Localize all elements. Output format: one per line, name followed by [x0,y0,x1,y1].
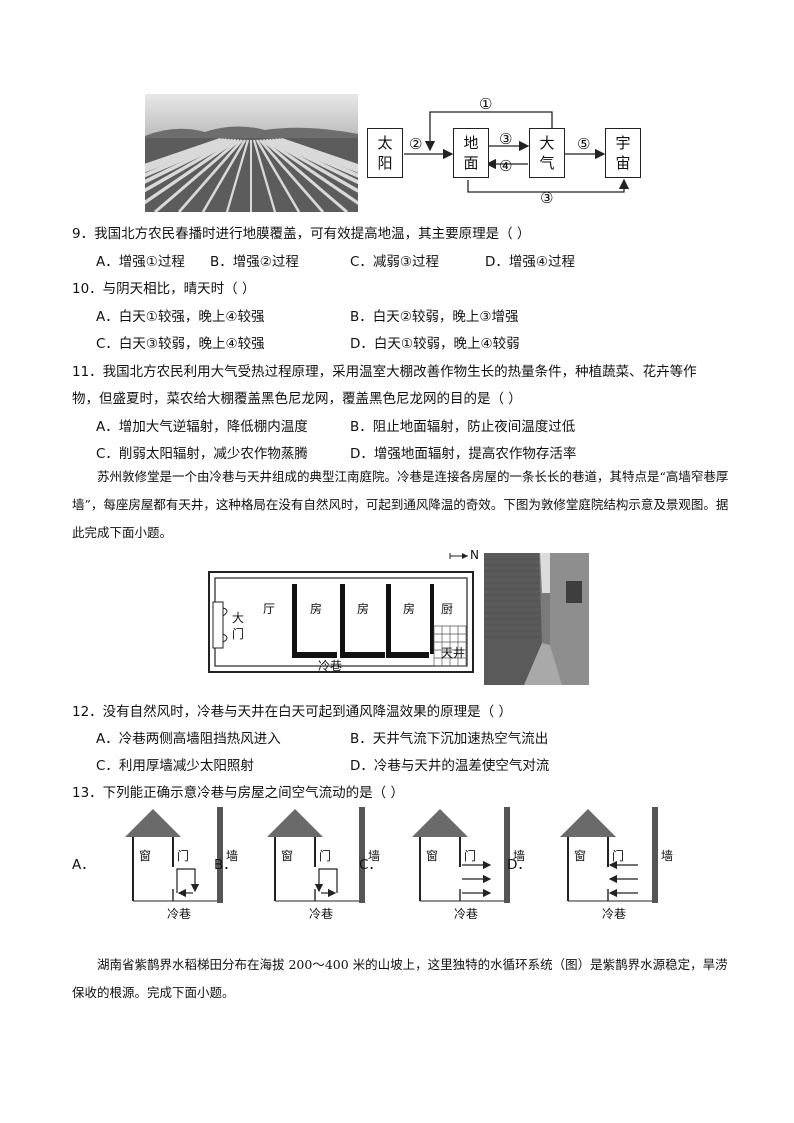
q13-door-label: 门 [177,849,190,863]
plan-hall-label: 厅 [263,602,276,616]
arrow-label-2: ② [409,135,423,153]
q12-option-c[interactable]: C．利用厚墙减少太阳照射 [96,758,254,774]
plan-north-label: N [470,548,479,562]
q10-option-a[interactable]: A．白天①较强，晚上④较强 [96,309,265,325]
q13-lane-label: 冷巷 [602,907,627,921]
q13-door-label: 门 [319,849,332,863]
plan-room1-label: 房 [310,602,323,616]
arrow-label-5: ⑤ [577,135,591,153]
q11-stem-line2: 物，但盛夏时，菜农给大棚覆盖黑色尼龙网，覆盖黑色尼龙网的目的是（ ） [72,391,522,407]
q12-stem: 12．没有自然风时，冷巷与天井在白天可起到通风降温效果的原理是（ ） [72,704,512,720]
plan-lane-label: 冷巷 [318,659,343,673]
q13-letter: D． [507,857,531,873]
q11-option-b[interactable]: B．阻止地面辐射，防止夜间温度过低 [350,419,576,435]
q13-window-label: 窗 [426,849,439,863]
plan-room2-label: 房 [357,602,370,616]
q9-stem: 9．我国北方农民春播时进行地膜覆盖，可有效提高地温，其主要原理是（ ） [72,226,531,242]
q13-wall-label: 墙 [661,849,674,863]
q11-option-d[interactable]: D．增强地面辐射，提高农作物存活率 [350,446,577,462]
q9-option-d[interactable]: D．增强④过程 [485,254,575,270]
q13-wall-label: 墙 [368,849,381,863]
plan-courtyard-label: 天井 [441,646,466,660]
arrow-label-4: ④ [499,157,513,175]
q12-option-a[interactable]: A．冷巷两侧高墙阻挡热风进入 [96,731,281,747]
q13-wall-label: 墙 [513,849,526,863]
q13-letter: A． [72,857,95,873]
q10-option-c[interactable]: C．白天③较弱，晚上④较强 [96,336,265,352]
q13-letter: B． [214,857,237,873]
arrow-label-3: ③ [499,130,513,148]
box-ground: 地 面 [453,128,489,178]
heat-diagram [362,94,652,209]
plan-kitchen-label: 厨 [441,602,454,616]
q13-option-a[interactable]: A． 窗 门 墙冷巷 [72,805,243,925]
q12-option-d[interactable]: D．冷巷与天井的温差使空气对流 [350,758,550,774]
box-sun: 太 阳 [367,128,403,178]
q13-lane-label: 冷巷 [167,907,192,921]
q13-lane-label: 冷巷 [309,907,334,921]
courtyard-plan [205,552,480,682]
q13-window-label: 窗 [281,849,294,863]
q13-door-label: 门 [464,849,477,863]
q13-stem: 13．下列能正确示意冷巷与房屋之间空气流动的是（ ） [72,785,404,801]
q9-option-c[interactable]: C．减弱③过程 [350,254,440,270]
arrow-label-3b: ③ [540,189,554,207]
passage-ziquejie: 湖南省紫鹊界水稻梯田分布在海拔 200～400 米的山坡上，这里独特的水循环系统… [72,957,728,1000]
q12-option-b[interactable]: B．天井气流下沉加速热空气流出 [350,731,549,747]
field-photo [145,94,358,212]
arrow-label-1: ① [479,95,493,113]
q10-option-b[interactable]: B．白天②较弱，晚上③增强 [350,309,519,325]
box-atmosphere: 大 气 [529,128,565,178]
plan-room3-label: 房 [403,602,416,616]
q13-door-label: 门 [612,849,625,863]
box-space: 宇 宙 [605,128,641,178]
q11-stem-line1: 11．我国北方农民利用大气受热过程原理，采用温室大棚改善作物生长的热量条件，种植… [72,364,697,380]
q13-window-label: 窗 [139,849,152,863]
q13-option-b[interactable]: B． 窗 门 墙冷巷 [214,805,385,925]
q11-option-c[interactable]: C．削弱太阳辐射，减少农作物蒸腾 [96,446,308,462]
q10-stem: 10．与阴天相比，晴天时（ ） [72,281,256,297]
lane-photo [484,553,589,685]
q13-option-d[interactable]: D． 窗 门 墙冷巷 [507,805,678,925]
q13-wall-label: 墙 [226,849,239,863]
q9-option-b[interactable]: B．增强②过程 [210,254,299,270]
q10-option-d[interactable]: D．白天①较弱，晚上④较弱 [350,336,520,352]
q13-window-label: 窗 [574,849,587,863]
passage-suzhou: 苏州敦修堂是一个由冷巷与天井组成的典型江南庭院。冷巷是连接各房屋的一条长长的巷道… [72,469,729,540]
q9-option-a[interactable]: A．增强①过程 [96,254,185,270]
q11-option-a[interactable]: A．增加大气逆辐射，降低棚内温度 [96,419,308,435]
q13-letter: C． [359,857,382,873]
q13-option-c[interactable]: C． 窗 门 墙冷巷 [359,805,530,925]
plan-gate-label: 大 门 [232,611,245,641]
q13-lane-label: 冷巷 [454,907,479,921]
